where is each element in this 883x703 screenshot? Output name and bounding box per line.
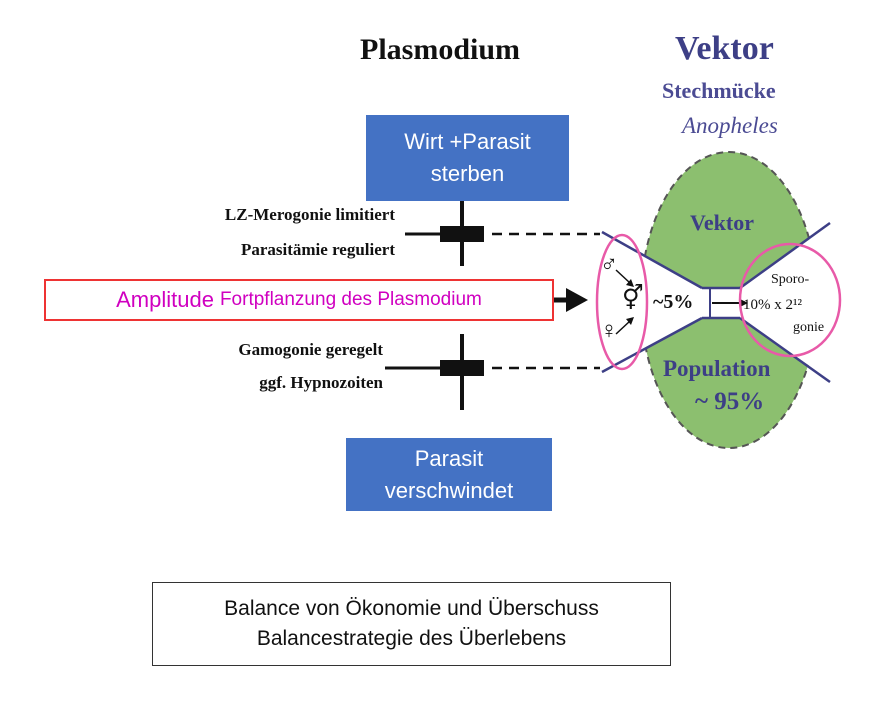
box-wirt-line2: sterben bbox=[430, 161, 505, 186]
vector-label-population: Population bbox=[663, 356, 771, 381]
balance-line2: Balancestrategie des Überlebens bbox=[256, 627, 567, 650]
vector-label-vektor: Vektor bbox=[690, 210, 754, 235]
subtitle-anopheles: Anopheles bbox=[682, 113, 778, 138]
amplitude-box: Amplitude Fortpflanzung des Plasmodium bbox=[44, 279, 554, 321]
amplitude-word: Amplitude bbox=[116, 287, 214, 312]
box-wirt-parasit-sterben: Wirt +Parasit sterben bbox=[366, 115, 569, 201]
gametes-pink-ellipse bbox=[595, 233, 649, 371]
subtitle-stechmuecke: Stechmücke bbox=[662, 78, 776, 103]
label-parasitaemie: Parasitämie reguliert bbox=[240, 240, 395, 259]
vector-label-95-percent: ~ 95% bbox=[695, 388, 765, 415]
amplitude-rest: Fortpflanzung des Plasmodium bbox=[219, 289, 482, 310]
label-gamogonie: Gamogonie geregelt bbox=[238, 340, 383, 359]
label-sporo: Sporo- bbox=[771, 272, 810, 287]
title-plasmodium: Plasmodium bbox=[360, 33, 521, 66]
label-hypnozoiten: ggf. Hypnozoiten bbox=[259, 373, 383, 392]
box-parasit-line1: Parasit bbox=[414, 445, 484, 471]
box-wirt-line1: Wirt +Parasit bbox=[404, 129, 531, 154]
funnel-shape-right bbox=[740, 225, 830, 380]
box-parasit-line2: verschwindet bbox=[384, 477, 514, 503]
funnel-shape bbox=[602, 232, 708, 372]
balance-box: Balance von Ökonomie und Überschuss Bala… bbox=[152, 582, 671, 666]
title-vektor: Vektor bbox=[675, 30, 774, 67]
female-symbol-icon: ♀ bbox=[600, 318, 618, 344]
label-gonie: gonie bbox=[793, 320, 825, 335]
label-lz-merogonie: LZ-Merogonie limitiert bbox=[224, 205, 395, 224]
box-parasit-verschwindet: Parasit verschwindet bbox=[346, 438, 552, 511]
hermaphrodite-symbol-icon: ⚥ bbox=[622, 286, 644, 312]
label-sporo-value: 10% x 2¹² bbox=[743, 297, 802, 313]
label-5-percent: ~5% bbox=[653, 291, 694, 313]
sporogonie-pink-ellipse bbox=[738, 242, 842, 358]
amplitude-arrow bbox=[566, 288, 588, 312]
balance-line1: Balance von Ökonomie und Überschuss bbox=[224, 597, 599, 620]
male-symbol-icon: ♂ bbox=[600, 252, 618, 278]
